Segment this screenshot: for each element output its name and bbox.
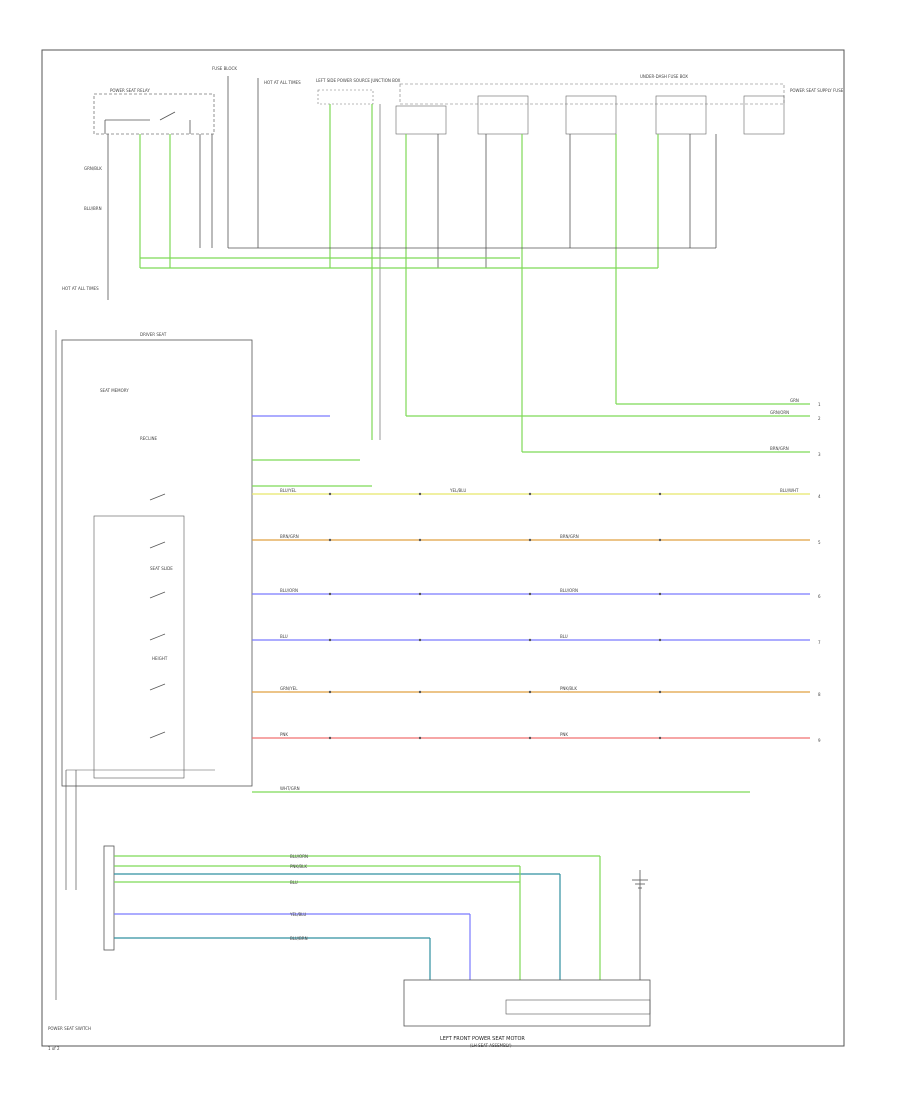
svg-text:2: 2 (818, 416, 821, 421)
page-indicator: 1 of 2 (48, 1046, 60, 1051)
svg-text:BLU: BLU (290, 880, 298, 885)
svg-text:HOT AT ALL TIMES: HOT AT ALL TIMES (62, 286, 99, 291)
svg-text:BLU/WHT: BLU/WHT (780, 488, 799, 493)
svg-text:SEAT SLIDE: SEAT SLIDE (150, 566, 173, 571)
svg-text:GRN/ORN: GRN/ORN (770, 410, 789, 415)
svg-text:1: 1 (818, 402, 821, 407)
svg-text:GRN/BLK: GRN/BLK (84, 166, 102, 171)
svg-text:BLU/YEL: BLU/YEL (280, 488, 297, 493)
seat-motor-box (403, 979, 651, 1027)
svg-text:BLU: BLU (280, 634, 288, 639)
svg-text:BLU/BRN: BLU/BRN (84, 206, 102, 211)
svg-text:YEL/BLU: YEL/BLU (289, 912, 306, 917)
svg-text:BLU: BLU (560, 634, 568, 639)
svg-text:SEAT MEMORY: SEAT MEMORY (100, 388, 129, 393)
svg-text:BRN/GRN: BRN/GRN (770, 446, 789, 451)
power-seat-relay-box (93, 93, 215, 135)
svg-text:5: 5 (818, 540, 821, 545)
svg-text:FUSE BLOCK: FUSE BLOCK (212, 66, 237, 71)
svg-text:BLU/ORN: BLU/ORN (560, 588, 578, 593)
svg-text:YEL/BLU: YEL/BLU (449, 488, 466, 493)
svg-text:9: 9 (818, 738, 821, 743)
svg-text:PNK/BLK: PNK/BLK (560, 686, 577, 691)
svg-text:POWER SEAT SUPPLY FUSE: POWER SEAT SUPPLY FUSE (790, 88, 844, 93)
svg-text:HOT AT ALL TIMES: HOT AT ALL TIMES (264, 80, 301, 85)
svg-text:PNK: PNK (280, 732, 288, 737)
svg-text:GRN/YEL: GRN/YEL (280, 686, 298, 691)
left-box-caption: POWER SEAT SWITCH (48, 1026, 91, 1031)
svg-text:HEIGHT: HEIGHT (152, 656, 168, 661)
svg-text:4: 4 (818, 494, 821, 499)
connector-numbers: 1 2 3 4 5 6 7 8 9 (818, 402, 821, 743)
svg-text:RECLINE: RECLINE (140, 436, 158, 441)
svg-text:PNK: PNK (560, 732, 568, 737)
svg-text:DRIVER SEAT: DRIVER SEAT (140, 332, 167, 337)
ground-icon (632, 870, 648, 889)
svg-text:BLU/BRN: BLU/BRN (290, 936, 308, 941)
svg-text:LEFT SIDE POWER SOURCE JUNCTIO: LEFT SIDE POWER SOURCE JUNCTION BOX (316, 78, 401, 83)
diagram-frame (41, 49, 845, 1047)
harness-rows (252, 415, 810, 793)
relay-label: POWER SEAT RELAY (110, 88, 150, 93)
svg-text:6: 6 (818, 594, 821, 599)
svg-text:7: 7 (818, 640, 821, 645)
svg-text:BLU/ORN: BLU/ORN (290, 854, 308, 859)
svg-text:8: 8 (818, 692, 821, 697)
motor-title: LEFT FRONT POWER SEAT MOTOR (440, 1036, 525, 1042)
svg-text:3: 3 (818, 452, 821, 457)
svg-text:WHT/GRN: WHT/GRN (280, 786, 300, 791)
svg-text:GRN: GRN (790, 398, 799, 403)
svg-text:PNK/BLK: PNK/BLK (290, 864, 307, 869)
svg-text:BRN/GRN: BRN/GRN (560, 534, 579, 539)
svg-text:BLU/ORN: BLU/ORN (280, 588, 298, 593)
svg-text:(LH SEAT ASSEMBLY): (LH SEAT ASSEMBLY) (470, 1043, 512, 1048)
svg-text:BRN/GRN: BRN/GRN (280, 534, 299, 539)
svg-text:UNDER-DASH FUSE BOX: UNDER-DASH FUSE BOX (640, 74, 688, 79)
power-seat-switch-box (61, 339, 253, 787)
